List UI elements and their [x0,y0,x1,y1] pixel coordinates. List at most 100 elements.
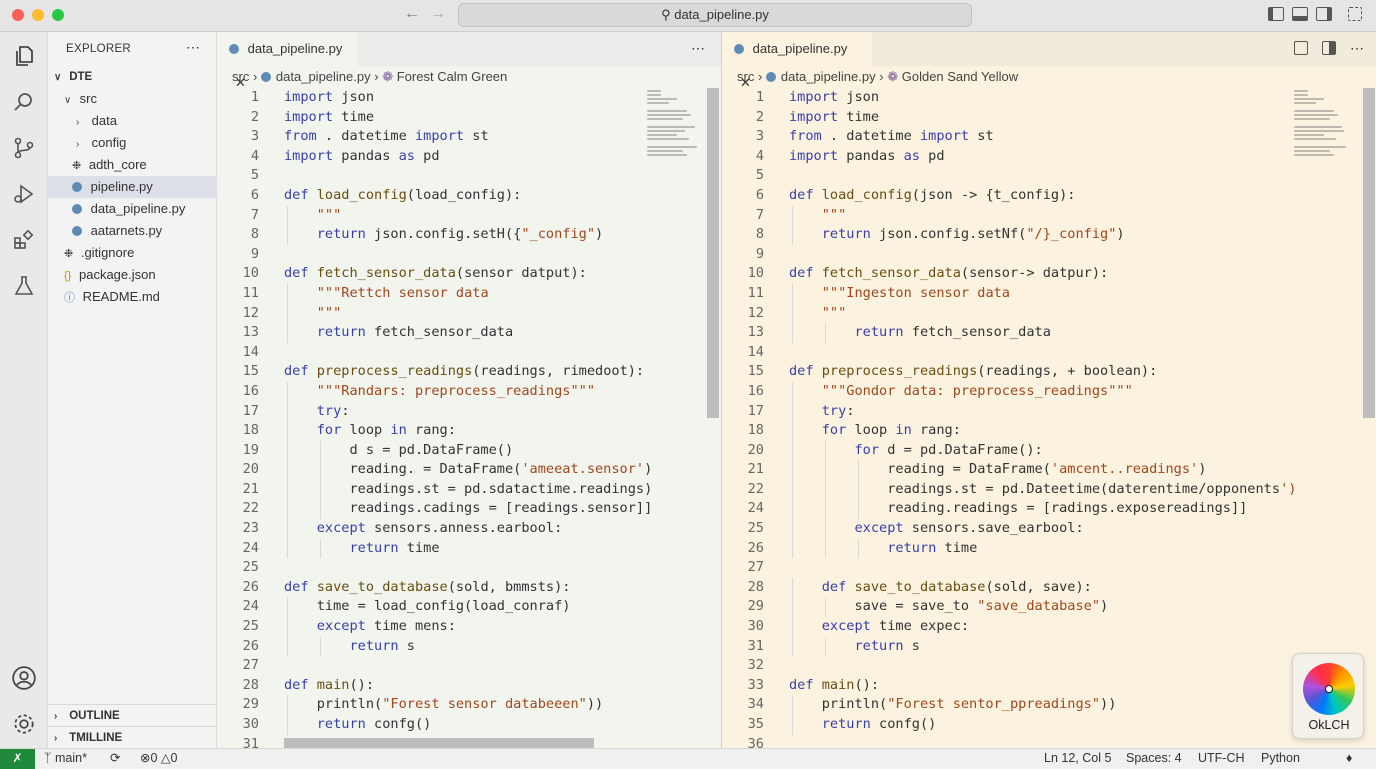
explorer-files-icon[interactable] [10,42,38,70]
code-line[interactable]: 13 return fetch_sensor_data [722,323,1376,343]
compare-changes-icon[interactable] [1294,41,1308,55]
timeline-section[interactable]: › TMILLINE [48,726,217,748]
outline-section[interactable]: › OUTLINE [48,704,217,726]
toggle-sidebar-icon[interactable] [1268,7,1284,21]
code-line[interactable]: 29 println("Forest sensor databeeen")) [217,695,721,715]
code-line[interactable]: 18 for loop in rang: [722,421,1376,441]
tree-item-adth-core[interactable]: ❉ adth_core [72,157,147,172]
more-actions-icon[interactable]: ⋯ [691,40,705,56]
minimap[interactable] [1294,88,1354,208]
code-line[interactable]: 22 readings.cadings = [readings.sensor]] [217,499,721,520]
color-picker-widget[interactable]: OkLCH [1292,653,1364,739]
tab-data-pipeline-py[interactable]: data_pipeline.py ✕ [722,32,872,90]
extensions-icon[interactable] [10,226,38,254]
customize-layout-icon[interactable] [1348,7,1362,21]
tree-item-aatarnets-py[interactable]: aatarnets.py [48,220,217,242]
run-debug-icon[interactable] [10,180,38,208]
indentation[interactable]: Spaces: 4 [1126,751,1182,765]
breadcrumb-src[interactable]: src [737,69,755,84]
code-line[interactable]: 22 readings.st = pd.Dateetime(daterentim… [722,479,1376,500]
code-line[interactable]: 30 return confg() [217,715,721,735]
branch-indicator[interactable]: ᛉ main* [44,751,87,765]
code-line[interactable]: 32 [722,656,1376,676]
code-line[interactable]: 26 return time [722,538,1376,559]
breadcrumb-file[interactable]: data_pipeline.py [780,69,876,84]
horizontal-scrollbar[interactable] [284,738,594,748]
code-line[interactable]: 11 """Rettch sensor data [217,283,721,304]
code-line[interactable]: 31 return s [722,636,1376,657]
breadcrumb-file[interactable]: data_pipeline.py [275,69,371,84]
back-arrow-icon[interactable]: ← [404,5,420,22]
source-control-icon[interactable] [10,134,38,162]
code-line[interactable]: 27 [722,558,1376,578]
code-line[interactable]: 16 """Randars: preprocess_readings""" [217,381,721,402]
command-center-search[interactable]: ⚲ data_pipeline.py [458,3,972,27]
code-line[interactable]: 17 try: [722,401,1376,422]
vertical-scrollbar[interactable] [707,88,719,418]
code-line[interactable]: 16 """Gondor data: preprocess_readings""… [722,381,1376,402]
more-actions-icon[interactable]: ⋯ [1350,40,1364,56]
maximize-window-button[interactable] [52,9,64,21]
code-line[interactable]: 34 println("Forest sentor_ppreadings")) [722,695,1376,715]
minimize-window-button[interactable] [32,9,44,21]
code-line[interactable]: 31 [217,735,721,748]
code-line[interactable]: 24 time = load_config(load_conraf) [217,597,721,618]
cursor-position[interactable]: Ln 12, Col 5 [1044,751,1112,765]
close-tab-icon[interactable]: ✕ [235,75,246,90]
tree-item-src[interactable]: ∨ src [48,88,217,110]
tree-item-readme[interactable]: ⓘ README.md [64,289,160,304]
breadcrumb-theme[interactable]: Forest Calm Green [396,69,508,84]
code-line[interactable]: 8 return json.config.setNf("/}_config") [722,225,1376,245]
code-line[interactable]: 30 except time expec: [722,617,1376,637]
code-line[interactable]: 5 [722,166,1376,186]
code-line[interactable]: 7 """ [217,205,721,226]
code-line[interactable]: 18 for loop in rang: [217,421,721,441]
breadcrumb-theme[interactable]: Golden Sand Yellow [901,69,1019,84]
language-mode[interactable]: Python [1261,751,1300,765]
encoding[interactable]: UTF-CH [1198,751,1245,765]
tree-item-pipeline-py[interactable]: pipeline.py [48,176,217,198]
code-line[interactable]: 25 except time mens: [217,617,721,637]
vertical-scrollbar[interactable] [1363,88,1375,418]
toggle-secondary-sidebar-icon[interactable] [1316,7,1332,21]
code-line[interactable]: 17 try: [217,401,721,422]
code-line[interactable]: 20 for d = pd.DataFrame(): [722,440,1376,461]
code-line[interactable]: 8 return json.config.setH({"_config") [217,225,721,245]
problems-indicator[interactable]: ⊗0 △0 [140,751,178,765]
code-line[interactable]: 12 """ [722,303,1376,324]
minimap[interactable] [647,88,707,208]
code-line[interactable]: 5 [217,166,721,186]
more-actions-icon[interactable]: ⋯ [186,39,201,55]
code-line[interactable]: 23 except sensors.anness.earbool: [217,519,721,539]
code-line[interactable]: 35 return confg() [722,715,1376,735]
code-line[interactable]: 25 except sensors.save_earbool: [722,519,1376,539]
tree-item-gitignore[interactable]: ❉ .gitignore [64,245,135,260]
toggle-panel-icon[interactable] [1292,7,1308,21]
settings-gear-icon[interactable] [10,710,38,738]
account-icon[interactable] [10,664,38,692]
tab-data-pipeline-py[interactable]: data_pipeline.py ✕ [217,32,357,90]
color-wheel[interactable] [1303,663,1355,715]
code-line[interactable]: 19 d s = pd.DataFrame() [217,440,721,461]
code-line[interactable]: 14 [722,343,1376,363]
code-line[interactable]: 13 return fetch_sensor_data [217,323,721,343]
code-line[interactable]: 28 def save_to_database(sold, save): [722,577,1376,598]
code-line[interactable]: 24 return time [217,538,721,559]
code-line[interactable]: 21 readings.st = pd.sdatactime.readings) [217,479,721,500]
